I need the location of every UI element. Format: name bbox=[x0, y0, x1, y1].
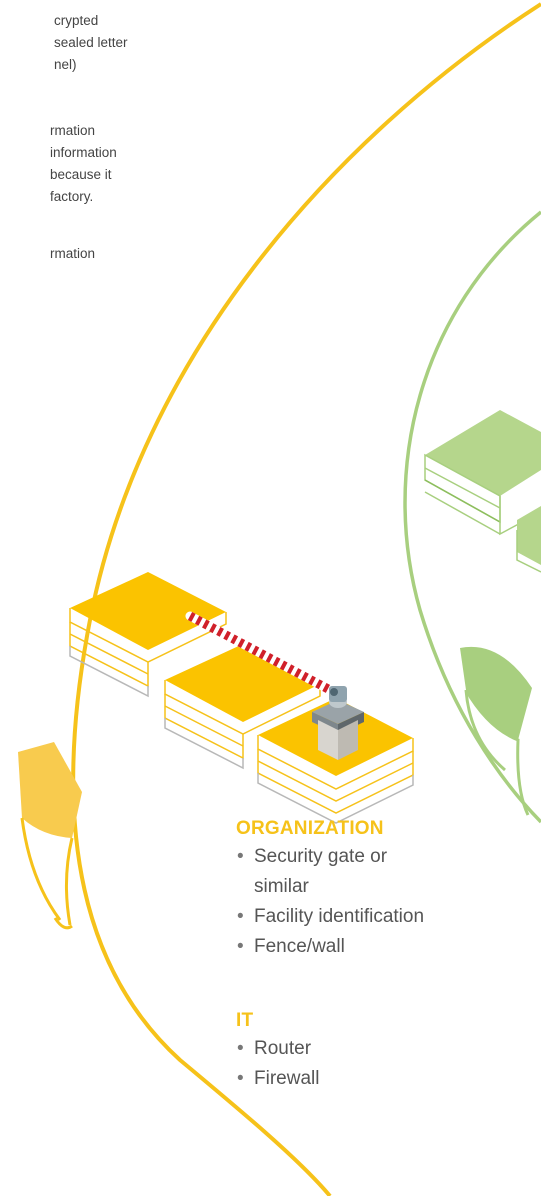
text-line: crypted bbox=[54, 13, 99, 28]
text-line: sealed letter bbox=[54, 35, 128, 50]
gate-post bbox=[312, 686, 364, 760]
organization-section: ORGANIZATION Security gate or similar Fa… bbox=[236, 818, 536, 962]
yellow-orbit-arc bbox=[71, 2, 541, 1196]
text-line: information bbox=[50, 145, 117, 160]
list-item: Firewall bbox=[236, 1064, 536, 1094]
text-line: rmation bbox=[50, 246, 96, 261]
list-item: Facility identification bbox=[236, 902, 536, 932]
yellow-block-2 bbox=[164, 644, 321, 770]
yellow-block-1 bbox=[69, 572, 227, 698]
green-shield-icon bbox=[460, 646, 532, 816]
yellow-shield-icon bbox=[18, 742, 82, 930]
barrier-arm bbox=[185, 611, 335, 695]
list-item: Fence/wall bbox=[236, 932, 536, 962]
list-item: Security gate or bbox=[236, 842, 536, 872]
green-blocks bbox=[424, 410, 541, 573]
section-title: ORGANIZATION bbox=[236, 818, 384, 839]
section-list: Router Firewall bbox=[236, 1034, 536, 1094]
list-item: similar bbox=[254, 876, 309, 897]
green-orbit-arc bbox=[403, 210, 541, 824]
text-line: factory. bbox=[50, 189, 94, 204]
text-line: nel) bbox=[54, 57, 77, 72]
text-line: rmation bbox=[50, 123, 96, 138]
list-item: Router bbox=[236, 1034, 536, 1064]
text-line: because it bbox=[50, 167, 112, 182]
it-section: IT Router Firewall bbox=[236, 1010, 536, 1094]
section-title: IT bbox=[236, 1010, 254, 1031]
section-list: Security gate or similar Facility identi… bbox=[236, 842, 536, 962]
